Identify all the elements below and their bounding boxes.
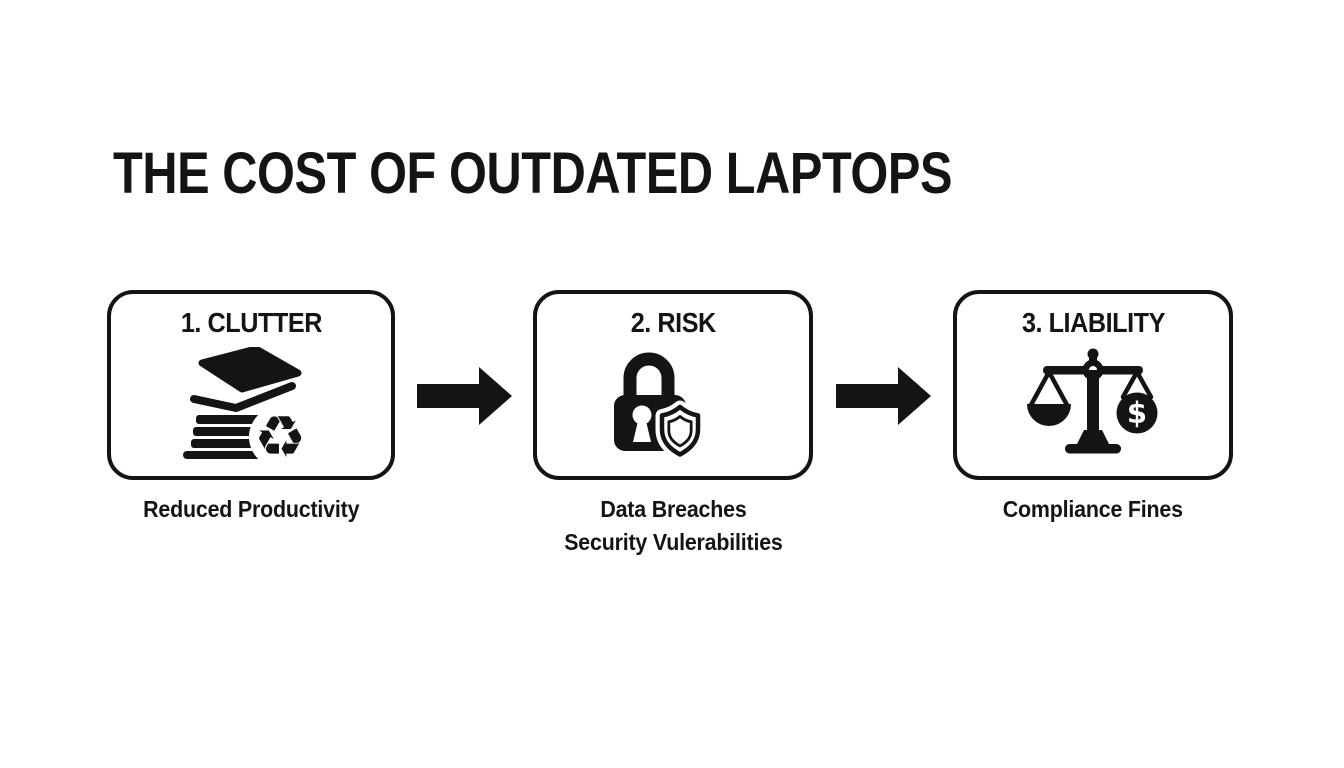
laptop-stack-recycle-icon: ♻	[183, 347, 311, 469]
step-card-risk: 2. RISK	[533, 290, 813, 480]
step-caption: Data Breaches Security Vulerabilities	[563, 496, 783, 555]
arrow-cell	[395, 290, 533, 425]
shield-outline	[659, 404, 701, 457]
step-column-risk: 2. RISK Data Breaches Security Vulerabil…	[533, 290, 813, 559]
recycle-glyph: ♻	[254, 403, 306, 469]
step-heading: 1. CLUTTER	[180, 307, 322, 338]
step-heading: 2. RISK	[630, 307, 716, 338]
right-arrow-icon	[416, 367, 512, 425]
right-arrow-icon	[835, 367, 931, 425]
step-caption: Reduced Productivity	[142, 496, 360, 522]
step-column-clutter: 1. CLUTTER ♻ Reduced Productivity	[107, 290, 395, 526]
page-title: THE COST OF OUTDATED LAPTOPS	[113, 141, 953, 206]
step-heading: 3. LIABILITY	[1021, 307, 1165, 338]
steps-row: 1. CLUTTER ♻ Reduced Productivity 2. RIS…	[107, 290, 1233, 559]
step-caption: Compliance Fines	[1002, 496, 1184, 522]
shield-inner-outline	[667, 415, 693, 448]
recycle-halo	[249, 406, 311, 468]
step-column-liability: 3. LIABILITY $ Compliance Fines	[953, 290, 1233, 526]
scale-dollar-icon: $	[1027, 348, 1158, 454]
dollar-glyph: $	[1127, 396, 1147, 430]
arrow-cell	[813, 290, 953, 425]
padlock-shield-icon	[614, 352, 705, 461]
step-card-liability: 3. LIABILITY $	[953, 290, 1233, 480]
step-card-clutter: 1. CLUTTER ♻	[107, 290, 395, 480]
dollar-coin	[1116, 392, 1158, 434]
